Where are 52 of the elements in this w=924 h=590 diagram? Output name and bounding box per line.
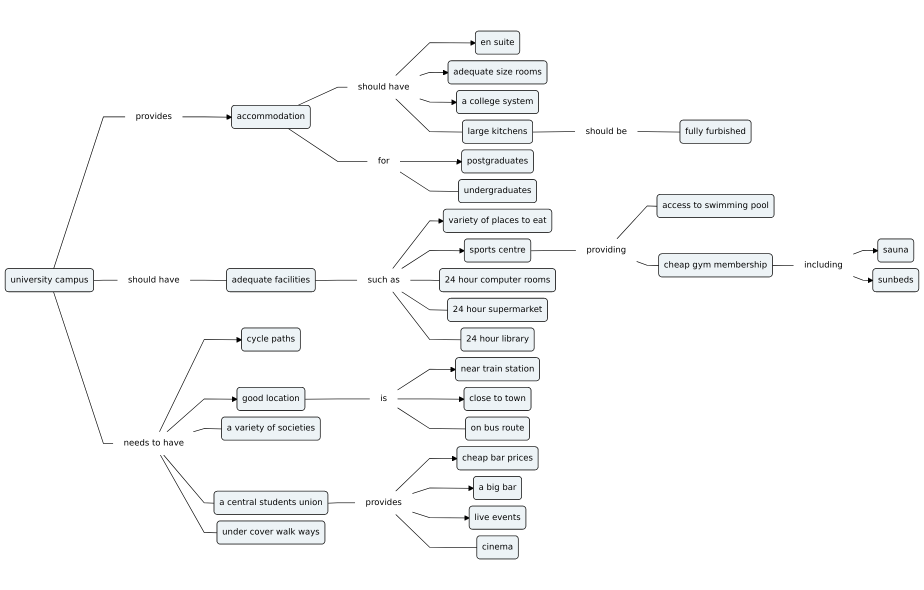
arrow bbox=[419, 98, 458, 106]
connector bbox=[190, 280, 228, 281]
connector bbox=[315, 280, 358, 281]
connector bbox=[53, 116, 126, 270]
arrow bbox=[166, 396, 238, 432]
node-text: needs to have bbox=[124, 438, 184, 448]
node-text: provides bbox=[136, 112, 172, 122]
connector bbox=[636, 261, 660, 266]
connector bbox=[401, 291, 448, 310]
connector bbox=[160, 454, 218, 534]
connector bbox=[392, 291, 462, 340]
arrow bbox=[412, 512, 470, 521]
connector bbox=[410, 280, 440, 281]
connector bbox=[288, 128, 368, 162]
connector bbox=[163, 454, 215, 504]
arrow bbox=[852, 248, 878, 254]
node-text: for bbox=[378, 156, 390, 166]
connector bbox=[328, 502, 356, 504]
node-text: including bbox=[804, 260, 843, 270]
connector bbox=[397, 408, 466, 430]
arrow bbox=[397, 396, 465, 402]
connector bbox=[192, 428, 222, 432]
node-text: should be bbox=[586, 126, 627, 136]
arrow bbox=[412, 485, 474, 494]
connector bbox=[637, 131, 681, 132]
connector bbox=[395, 98, 464, 132]
connector bbox=[400, 172, 460, 192]
node-text: should have bbox=[358, 82, 410, 92]
arrow bbox=[395, 456, 458, 492]
node-text: should have bbox=[128, 275, 180, 285]
connector bbox=[395, 514, 478, 548]
arrow bbox=[182, 114, 232, 120]
arrow bbox=[401, 248, 465, 269]
connector bbox=[296, 86, 348, 106]
connector bbox=[772, 264, 794, 266]
arrow bbox=[395, 40, 476, 76]
node-text: such as bbox=[368, 275, 400, 285]
node-text: is bbox=[380, 394, 388, 404]
connector bbox=[53, 292, 114, 444]
node-text: provides bbox=[366, 498, 402, 508]
arrow bbox=[397, 366, 456, 390]
connector bbox=[530, 250, 576, 252]
connector bbox=[304, 398, 370, 400]
arrow bbox=[852, 276, 874, 284]
arrow bbox=[419, 70, 449, 76]
node-text: providing bbox=[586, 245, 626, 256]
arrow bbox=[400, 158, 462, 165]
connector bbox=[532, 131, 576, 132]
arrow bbox=[392, 218, 444, 269]
connector bbox=[616, 206, 658, 240]
arrow bbox=[159, 336, 242, 432]
connector bbox=[94, 280, 118, 281]
